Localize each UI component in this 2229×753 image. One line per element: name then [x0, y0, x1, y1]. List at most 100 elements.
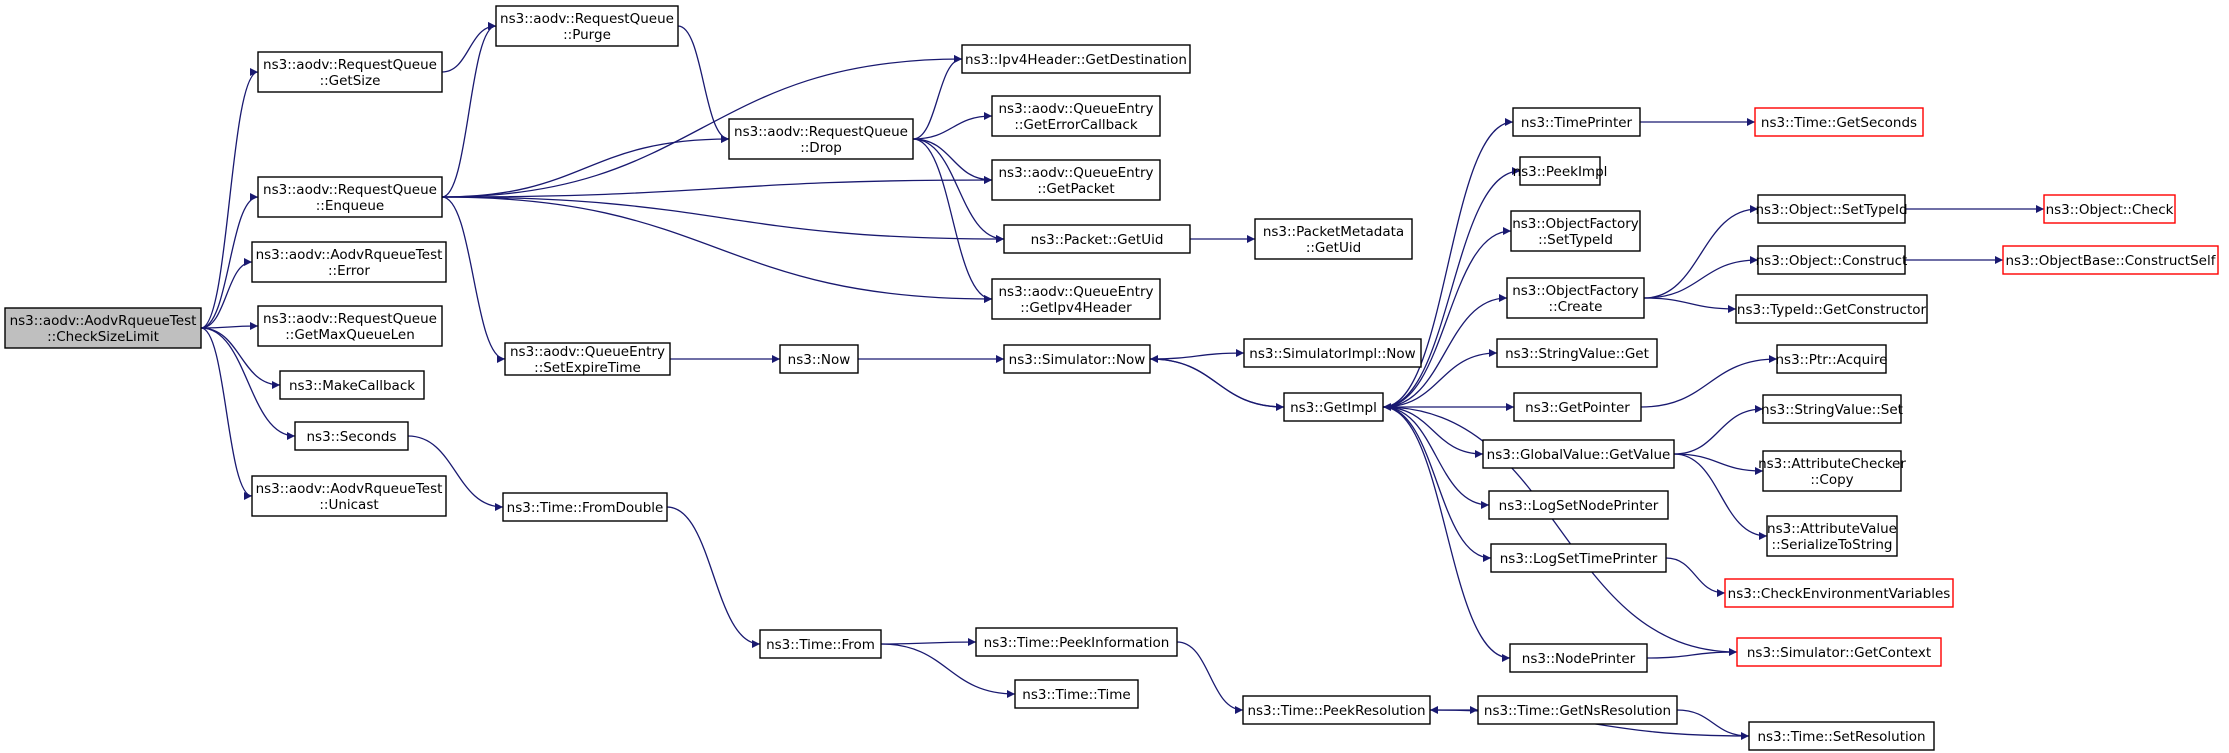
node-box[interactable]	[1519, 156, 1601, 186]
node-box[interactable]	[1477, 695, 1678, 725]
node-box[interactable]	[1510, 210, 1641, 252]
node-box[interactable]	[495, 5, 679, 47]
node-box[interactable]	[1014, 679, 1139, 709]
node-box[interactable]	[1509, 643, 1648, 673]
node-box[interactable]	[779, 344, 859, 374]
node-time-fromdouble[interactable]: ns3::Time::FromDouble	[502, 492, 668, 522]
node-obj-check[interactable]: ns3::Object::Check	[2043, 194, 2176, 224]
node-box[interactable]	[1506, 277, 1645, 319]
node-time-peekres[interactable]: ns3::Time::PeekResolution	[1242, 695, 1431, 725]
node-box[interactable]	[1513, 392, 1642, 422]
node-box[interactable]	[1766, 515, 1898, 557]
node-root[interactable]: ns3::aodv::AodvRqueueTest::CheckSizeLimi…	[4, 307, 202, 349]
node-timeprinter[interactable]: ns3::TimePrinter	[1512, 107, 1641, 137]
node-ipv4-getdest[interactable]: ns3::Ipv4Header::GetDestination	[961, 44, 1191, 74]
node-rq-purge[interactable]: ns3::aodv::RequestQueue::Purge	[495, 5, 679, 47]
node-box[interactable]	[1757, 245, 1906, 275]
node-box[interactable]	[1762, 394, 1902, 424]
node-box[interactable]	[1748, 721, 1935, 751]
node-test-error[interactable]: ns3::aodv::AodvRqueueTest::Error	[251, 241, 447, 283]
node-rq-drop[interactable]: ns3::aodv::RequestQueue::Drop	[728, 118, 914, 160]
node-obj-construct[interactable]: ns3::Object::Construct	[1756, 245, 1908, 275]
node-objbase-constructself[interactable]: ns3::ObjectBase::ConstructSelf	[2002, 245, 2219, 275]
node-checkenv[interactable]: ns3::CheckEnvironmentVariables	[1724, 578, 1954, 608]
node-box[interactable]	[257, 51, 443, 93]
node-logsettimeprinter[interactable]: ns3::LogSetTimePrinter	[1490, 543, 1667, 573]
node-time-time[interactable]: ns3::Time::Time	[1014, 679, 1139, 709]
node-box[interactable]	[1482, 439, 1675, 469]
node-time-getnsres[interactable]: ns3::Time::GetNsResolution	[1477, 695, 1678, 725]
node-stringvalue-set[interactable]: ns3::StringValue::Set	[1761, 394, 1903, 424]
node-sim-now[interactable]: ns3::Simulator::Now	[1003, 344, 1151, 374]
node-qe-getpacket[interactable]: ns3::aodv::QueueEntry::GetPacket	[991, 159, 1161, 201]
node-box[interactable]	[504, 342, 671, 376]
node-time-setres[interactable]: ns3::Time::SetResolution	[1748, 721, 1935, 751]
node-box[interactable]	[991, 95, 1161, 137]
node-qe-getipv4[interactable]: ns3::aodv::QueueEntry::GetIpv4Header	[991, 278, 1161, 320]
node-box[interactable]	[257, 176, 443, 218]
node-box[interactable]	[1496, 338, 1658, 368]
node-box[interactable]	[991, 159, 1161, 201]
node-globalvalue-getvalue[interactable]: ns3::GlobalValue::GetValue	[1482, 439, 1675, 469]
node-nodeprinter[interactable]: ns3::NodePrinter	[1509, 643, 1648, 673]
node-box[interactable]	[1488, 490, 1669, 520]
node-box[interactable]	[251, 475, 447, 517]
node-ptr-acquire[interactable]: ns3::Ptr::Acquire	[1776, 344, 1888, 374]
node-box[interactable]	[1283, 392, 1384, 422]
node-pm-getuid[interactable]: ns3::PacketMetadata::GetUid	[1254, 218, 1413, 260]
node-rq-enqueue[interactable]: ns3::aodv::RequestQueue::Enqueue	[257, 176, 443, 218]
node-qe-geterrcb[interactable]: ns3::aodv::QueueEntry::GetErrorCallback	[991, 95, 1161, 137]
node-time-getseconds[interactable]: ns3::Time::GetSeconds	[1754, 107, 1924, 137]
node-simimpl-now[interactable]: ns3::SimulatorImpl::Now	[1243, 338, 1422, 368]
node-box[interactable]	[1757, 194, 1906, 224]
node-stringvalue-get[interactable]: ns3::StringValue::Get	[1496, 338, 1658, 368]
node-of-settypeid[interactable]: ns3::ObjectFactory::SetTypeId	[1510, 210, 1641, 252]
node-box[interactable]	[502, 492, 668, 522]
node-box[interactable]	[2043, 194, 2176, 224]
node-typeid-getctor[interactable]: ns3::TypeId::GetConstructor	[1735, 294, 1928, 324]
node-box[interactable]	[294, 421, 409, 451]
node-box[interactable]	[1776, 344, 1887, 374]
node-rq-getmax[interactable]: ns3::aodv::RequestQueue::GetMaxQueueLen	[257, 305, 443, 347]
node-box[interactable]	[991, 278, 1161, 320]
node-box[interactable]	[1512, 107, 1641, 137]
node-packet-getuid[interactable]: ns3::Packet::GetUid	[1003, 224, 1191, 254]
node-peekimpl[interactable]: ns3::PeekImpl	[1513, 156, 1608, 186]
node-now[interactable]: ns3::Now	[779, 344, 859, 374]
node-of-create[interactable]: ns3::ObjectFactory::Create	[1506, 277, 1645, 319]
node-box[interactable]	[251, 241, 447, 283]
node-box[interactable]	[728, 118, 914, 160]
node-attrchecker-copy[interactable]: ns3::AttributeChecker::Copy	[1758, 450, 1906, 492]
node-obj-settypeid[interactable]: ns3::Object::SetTypeId	[1755, 194, 1908, 224]
node-time-from[interactable]: ns3::Time::From	[759, 629, 882, 659]
node-box[interactable]	[759, 629, 882, 659]
node-box[interactable]	[279, 370, 425, 400]
node-getimpl[interactable]: ns3::GetImpl	[1283, 392, 1384, 422]
node-makecallback[interactable]: ns3::MakeCallback	[279, 370, 425, 400]
node-box[interactable]	[1762, 450, 1902, 492]
node-box[interactable]	[1490, 543, 1667, 573]
node-box[interactable]	[1242, 695, 1431, 725]
node-logsetnodeprinter[interactable]: ns3::LogSetNodePrinter	[1488, 490, 1669, 520]
node-box[interactable]	[961, 44, 1191, 74]
node-box[interactable]	[1724, 578, 1954, 608]
node-box[interactable]	[257, 305, 443, 347]
node-time-peekinfo[interactable]: ns3::Time::PeekInformation	[975, 627, 1178, 657]
node-box[interactable]	[1736, 637, 1942, 667]
node-box[interactable]	[1254, 218, 1413, 260]
node-attrvalue-serialize[interactable]: ns3::AttributeValue::SerializeToString	[1766, 515, 1898, 557]
node-sim-getcontext[interactable]: ns3::Simulator::GetContext	[1736, 637, 1942, 667]
node-rq-getsize[interactable]: ns3::aodv::RequestQueue::GetSize	[257, 51, 443, 93]
node-box[interactable]	[975, 627, 1178, 657]
node-test-unicast[interactable]: ns3::aodv::AodvRqueueTest::Unicast	[251, 475, 447, 517]
node-seconds[interactable]: ns3::Seconds	[294, 421, 409, 451]
node-getpointer[interactable]: ns3::GetPointer	[1513, 392, 1642, 422]
node-box[interactable]	[2002, 245, 2219, 275]
node-box[interactable]	[1243, 338, 1422, 368]
node-box[interactable]	[1003, 224, 1191, 254]
node-box[interactable]	[1003, 344, 1151, 374]
node-box[interactable]	[1735, 294, 1928, 324]
node-qe-setexpire[interactable]: ns3::aodv::QueueEntry::SetExpireTime	[504, 342, 671, 376]
node-box[interactable]	[4, 307, 202, 349]
node-box[interactable]	[1754, 107, 1924, 137]
